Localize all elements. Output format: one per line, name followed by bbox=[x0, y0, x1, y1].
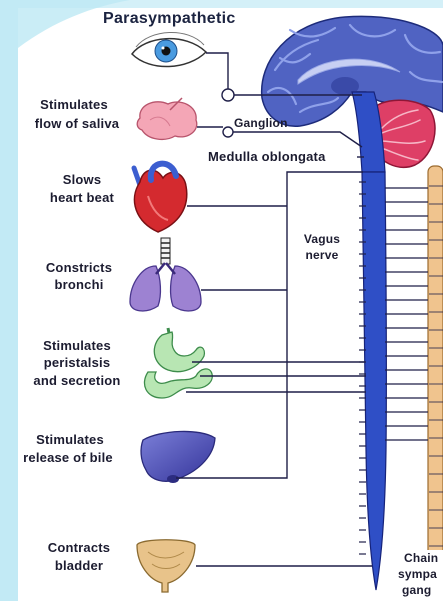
label-line: peristalsis bbox=[44, 355, 111, 370]
eye-highlight bbox=[162, 47, 165, 50]
label-peristalsis: Stimulates peristalsis and secretion bbox=[33, 338, 120, 388]
ciliary-ganglion bbox=[222, 89, 234, 101]
label-line: gang bbox=[402, 583, 431, 597]
label-line: nerve bbox=[305, 248, 338, 262]
diagram-title: Parasympathetic bbox=[103, 10, 236, 27]
label-line: Stimulates bbox=[40, 97, 108, 112]
label-line: heart beat bbox=[50, 190, 115, 205]
label-line: Stimulates bbox=[36, 432, 104, 447]
gallbladder bbox=[167, 475, 179, 483]
label-ganglion: Ganglion bbox=[234, 116, 288, 130]
label-line: Stimulates bbox=[43, 338, 111, 353]
label-line: flow of saliva bbox=[35, 116, 120, 131]
ganglion-marker bbox=[223, 127, 233, 137]
label-line: sympa bbox=[398, 567, 437, 581]
label-line: and secretion bbox=[33, 373, 120, 388]
label-line: release of bile bbox=[23, 450, 113, 465]
label-line: Contracts bbox=[48, 540, 110, 555]
label-line: Chain bbox=[404, 551, 438, 565]
salivary-gland bbox=[137, 102, 197, 140]
sympathetic-chain bbox=[428, 166, 443, 562]
trachea bbox=[161, 238, 170, 264]
label-line: bronchi bbox=[54, 277, 103, 292]
label-sympathetic-chain: Chain sympa gang bbox=[396, 550, 443, 598]
label-line: bladder bbox=[55, 558, 103, 573]
chain-ganglia bbox=[429, 186, 443, 546]
label-line: Constricts bbox=[46, 260, 112, 275]
label-line: Slows bbox=[63, 172, 102, 187]
label-line: Vagus bbox=[304, 232, 340, 246]
label-medulla-oblongata: Medulla oblongata bbox=[208, 149, 326, 164]
